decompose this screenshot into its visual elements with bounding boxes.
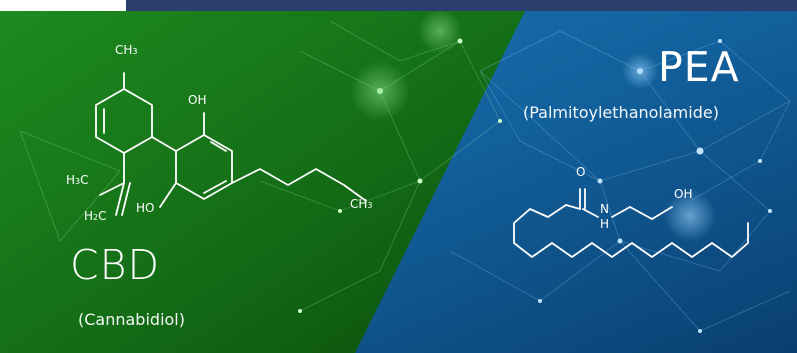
cbd-label-ho: HO: [136, 201, 155, 215]
cbd-label-ch3-right: CH3: [350, 197, 373, 211]
cbd-label-ch3-top: CH3: [115, 43, 138, 57]
cbd-label-oh: OH: [188, 93, 207, 107]
cbd-label-h2c: H2C: [84, 209, 107, 223]
cbd-molecule: [95, 72, 367, 216]
cbd-label-h3c: H3C: [66, 173, 89, 187]
cbd-subtitle: (Cannabidiol): [78, 310, 185, 329]
pea-molecule: [513, 188, 749, 258]
pea-subtitle: (Palmitoylethanolamide): [523, 103, 719, 122]
pea-label-oh: OH: [674, 187, 693, 201]
background-scene: [0, 11, 797, 353]
pea-label-n: N: [600, 202, 609, 216]
header-bar-navy: [126, 0, 797, 11]
pea-label-o: O: [576, 165, 586, 179]
pea-label-h: H: [600, 217, 610, 231]
header-bar-white: [0, 0, 126, 11]
pea-title: PEA: [658, 43, 740, 91]
cbd-title: CBD: [70, 241, 161, 289]
